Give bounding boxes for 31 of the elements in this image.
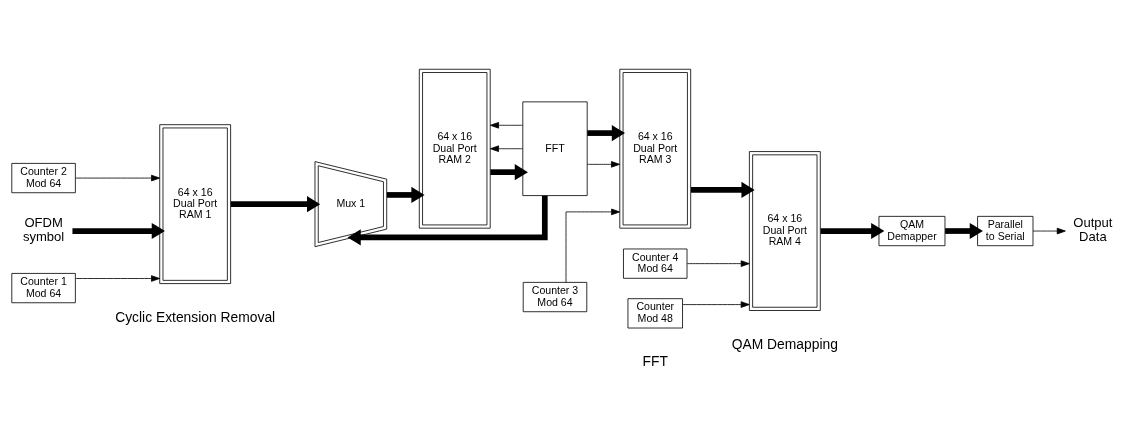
arrow	[820, 222, 885, 240]
arrow	[682, 301, 750, 308]
arrow	[75, 275, 161, 282]
arrow	[347, 195, 548, 246]
arrow	[586, 161, 620, 168]
node-text: Output Data	[1073, 214, 1113, 245]
arrow	[686, 260, 750, 267]
node-box: Counter 2 Mod 64	[11, 163, 76, 194]
arrow	[386, 186, 425, 204]
node-box: FFT	[522, 101, 588, 196]
arrow	[587, 125, 626, 142]
node-box: Counter 1 Mod 64	[11, 273, 76, 304]
node-text: OFDM symbol	[22, 214, 65, 245]
arrow	[490, 145, 524, 152]
node-box: Counter Mod 48	[627, 298, 683, 329]
arrow	[565, 208, 621, 283]
node-box: Counter 3 Mod 64	[522, 281, 588, 313]
arrow	[72, 222, 165, 240]
node-box: Counter 4 Mod 64	[623, 248, 688, 279]
arrow	[490, 122, 524, 129]
arrow	[490, 164, 528, 181]
label: QAM Demapping	[731, 336, 838, 353]
label: Cyclic Extension Removal	[115, 309, 276, 326]
label: FFT	[642, 353, 668, 370]
node-box: Parallel to Serial	[977, 215, 1034, 247]
arrow	[230, 196, 321, 213]
node-box: QAM Demapper	[878, 215, 946, 247]
arrow	[1032, 227, 1066, 235]
arrow	[75, 174, 161, 182]
arrow	[691, 181, 755, 198]
arrow	[945, 222, 983, 240]
